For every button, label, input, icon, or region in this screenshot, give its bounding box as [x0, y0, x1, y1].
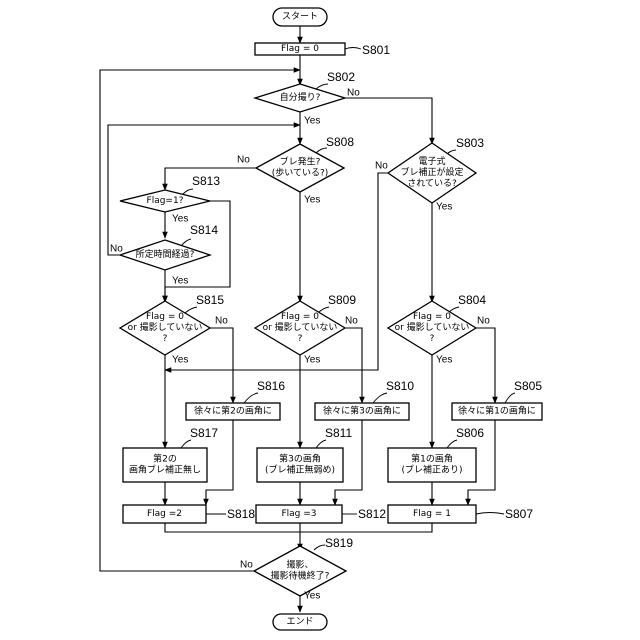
s815-ref-label: S815	[196, 293, 224, 307]
yes-label: Yes	[172, 214, 188, 225]
connector	[345, 98, 432, 144]
s811-ref-leader	[316, 440, 326, 448]
s814-ref-leader	[181, 239, 191, 246]
s815-text-line: or 撮影していない	[128, 321, 203, 333]
s801-ref-leader	[345, 48, 361, 50]
s805-ref-leader	[505, 393, 515, 403]
s803-text-line: 電子式	[418, 155, 445, 167]
s811-ref-label: S811	[325, 426, 352, 440]
yes-label: Yes	[172, 355, 188, 366]
s807-text-line: Flag = 1	[413, 509, 451, 519]
s817-text-line: 第2の	[153, 453, 177, 465]
s807-ref-leader	[476, 513, 504, 515]
connector	[476, 328, 495, 403]
s815-text-line: ?	[163, 334, 168, 344]
s818-ref-label: S818	[227, 507, 255, 521]
s815-ref-leader	[185, 307, 197, 313]
s810-ref-label: S810	[386, 379, 414, 393]
s817-text-line: 画角ブレ補正無し	[129, 464, 201, 476]
yes-label: Yes	[304, 591, 320, 602]
s812-ref-label: S812	[358, 507, 386, 521]
s813-text-line: Flag=1?	[147, 196, 184, 206]
no-label: No	[110, 244, 123, 255]
connector	[300, 523, 432, 532]
s817-ref-label: S817	[190, 426, 218, 440]
s804-ref-label: S804	[458, 293, 486, 307]
s808-text-line: ブレ発生?	[280, 156, 321, 168]
s814-ref-label: S814	[190, 223, 218, 237]
s816-ref-label: S816	[257, 379, 285, 393]
s812-text-line: Flag =3	[281, 509, 316, 519]
s808-text-line: (歩いている?)	[272, 167, 329, 179]
s810-ref-leader	[373, 393, 387, 403]
s802-ref-label: S802	[327, 70, 355, 84]
s810-text-line: 徐々に第3の画角に	[323, 405, 401, 417]
s804-text-line: ?	[430, 334, 435, 344]
s809-ref-label: S809	[328, 293, 356, 307]
s802-text-line: 自分撮り?	[280, 91, 321, 103]
yes-label: Yes	[304, 116, 320, 127]
s803-ref-label: S803	[456, 136, 484, 150]
s806-ref-leader	[447, 440, 457, 448]
s816-ref-leader	[244, 393, 258, 403]
no-label: No	[347, 88, 360, 99]
yes-label: Yes	[304, 195, 320, 206]
s809-text-line: Flag = 0	[281, 312, 319, 322]
yes-label: Yes	[172, 276, 188, 287]
s805-text-line: 徐々に第1の画角に	[458, 405, 536, 417]
connector	[345, 328, 362, 403]
s818-text-line: Flag =2	[147, 509, 182, 519]
s801-text-line: Flag = 0	[281, 44, 319, 54]
no-label: No	[240, 560, 253, 571]
s802-ref-leader	[316, 84, 328, 89]
s804-text-line: or 撮影していない	[395, 321, 470, 333]
s819-ref-leader	[314, 545, 325, 550]
s813-ref-leader	[183, 189, 193, 194]
yes-label: Yes	[436, 202, 452, 213]
s804-text-line: Flag = 0	[413, 312, 451, 322]
s819-text-line: 撮影待機終了?	[271, 570, 330, 582]
s801-ref-label: S801	[362, 43, 390, 57]
connector	[210, 328, 233, 403]
s811-text-line: (ブレ補正無弱め)	[265, 464, 335, 476]
s816-text-line: 徐々に第2の画角に	[194, 405, 272, 417]
connector	[165, 523, 300, 532]
no-label: No	[215, 316, 228, 327]
no-label: No	[237, 155, 250, 166]
yes-label: Yes	[436, 355, 452, 366]
s803-text-line: されている?	[407, 178, 457, 189]
no-label: No	[345, 316, 358, 327]
s815-text-line: Flag = 0	[146, 312, 184, 322]
s809-text-line: or 撮影していない	[263, 321, 338, 333]
s805-ref-label: S805	[514, 379, 542, 393]
s806-ref-label: S806	[456, 426, 484, 440]
no-label: No	[477, 316, 490, 327]
s807-ref-label: S807	[505, 507, 533, 521]
no-label: No	[375, 161, 388, 172]
s811-text-line: 第3の画角	[279, 453, 321, 465]
s803-text-line: ブレ補正が設定	[400, 166, 463, 178]
yes-label: Yes	[304, 355, 320, 366]
s809-text-line: ?	[298, 334, 303, 344]
s806-text-line: (ブレ補正あり)	[401, 464, 462, 476]
s817-ref-leader	[181, 440, 191, 448]
s813-ref-label: S813	[192, 174, 220, 188]
s819-ref-label: S819	[325, 536, 353, 550]
s814-text-line: 所定時間経過?	[136, 248, 195, 260]
s819-text-line: 撮影、	[286, 559, 313, 571]
start-terminal-label: スタート	[282, 11, 318, 22]
end-terminal-label: エンド	[286, 617, 313, 627]
s808-ref-label: S808	[326, 135, 354, 149]
s806-text-line: 第1の画角	[411, 453, 453, 465]
